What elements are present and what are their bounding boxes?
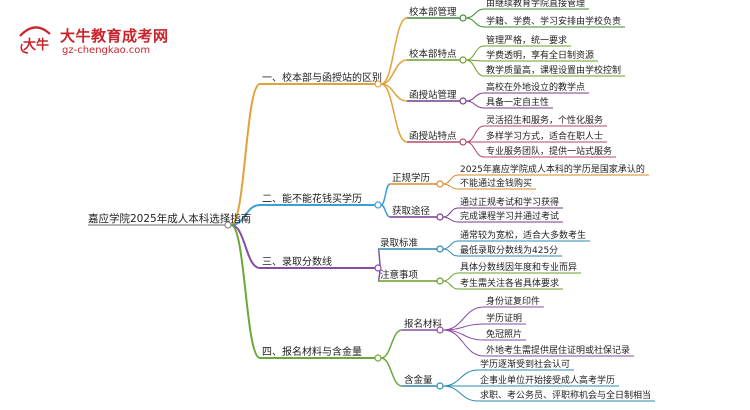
branch-3-child-0-label[interactable]: 报名材料 bbox=[404, 318, 443, 330]
branch-0-child-0-leaf-0-label[interactable]: 由继续教育学院直接管理 bbox=[486, 0, 585, 9]
branch-1-child-0-connector-dot bbox=[436, 180, 444, 188]
logo-mark-text: 大牛 bbox=[23, 37, 49, 53]
branch-2-child-0-leaf-1-label[interactable]: 最低录取分数线为425分 bbox=[460, 244, 558, 256]
branch-2-child-0-label[interactable]: 录取标准 bbox=[380, 237, 419, 249]
branch-0-child-1-leaf-0-label[interactable]: 管理严格，统一要求 bbox=[486, 34, 567, 46]
branch-3-child-0-leaf-3-link bbox=[442, 329, 485, 357]
branch-0-child-3-label[interactable]: 函授站特点 bbox=[409, 130, 457, 142]
branch-2-child-1-leaf-0-label[interactable]: 具体分数线因年度和专业而异 bbox=[460, 261, 577, 273]
branch-3-child-0-link bbox=[380, 329, 403, 359]
branch-0-child-0-leaf-1-label[interactable]: 学籍、学费、学习安排由学校负责 bbox=[486, 15, 621, 27]
branch-2-label[interactable]: 三、录取分数线 bbox=[262, 255, 332, 268]
logo-title: 大牛教育成考网 bbox=[60, 27, 169, 45]
branch-1-child-1-link bbox=[380, 204, 391, 218]
branch-1-link bbox=[230, 204, 261, 226]
branch-0-child-2-leaf-1-label[interactable]: 具备一定自主性 bbox=[486, 96, 549, 108]
branch-3-child-1-leaf-1-label[interactable]: 企事业单位开始接受成人高考学历 bbox=[480, 374, 615, 386]
branch-3-label[interactable]: 四、报名材料与含金量 bbox=[262, 345, 362, 358]
branch-0-child-1-label[interactable]: 校本部特点 bbox=[409, 48, 457, 60]
branch-0-child-0-link bbox=[380, 17, 408, 85]
branch-1-child-0-leaf-1-link bbox=[442, 183, 459, 190]
branch-3-link bbox=[230, 224, 261, 359]
branch-0-child-2-leaf-0-link bbox=[465, 92, 485, 102]
branch-2-child-1-leaf-1-label[interactable]: 考生需关注各省具体要求 bbox=[460, 277, 559, 289]
branch-3-child-0-leaf-2-label[interactable]: 免冠照片 bbox=[486, 328, 522, 340]
branch-0-child-0-leaf-1-link bbox=[465, 17, 485, 28]
branch-1-child-0-leaf-0-link bbox=[442, 174, 459, 185]
branch-1-child-1-leaf-1-link bbox=[442, 216, 459, 223]
branch-0-child-2-connector-dot bbox=[459, 97, 467, 105]
branch-1-child-1-leaf-1-label[interactable]: 完成课程学习并通过考试 bbox=[460, 210, 559, 222]
branch-1-child-0-link bbox=[380, 183, 391, 206]
branch-1-label[interactable]: 二、能不能花钱买学历 bbox=[262, 192, 362, 205]
branch-0-child-0-leaf-0-link bbox=[465, 8, 485, 19]
branch-1-child-0-label[interactable]: 正规学历 bbox=[392, 172, 430, 184]
branch-2-child-1-leaf-1-link bbox=[442, 280, 459, 290]
branch-3-child-0-leaf-2-link bbox=[442, 329, 485, 341]
branch-0-child-3-leaf-2-label[interactable]: 专业服务团队，提供一站式服务 bbox=[486, 145, 612, 157]
branch-0-connector-dot bbox=[374, 80, 382, 88]
branch-0-child-3-link bbox=[380, 83, 408, 143]
logo-mark-icon: 大牛 bbox=[19, 26, 51, 54]
branch-3-child-0-connector-dot bbox=[436, 326, 444, 334]
branch-0-child-3-leaf-0-label[interactable]: 灵活招生和服务，个性化服务 bbox=[486, 114, 603, 126]
branch-3-connector-dot bbox=[374, 354, 382, 362]
branch-3-child-1-leaf-2-link bbox=[442, 385, 479, 402]
branch-0-link bbox=[230, 83, 261, 226]
branch-0-child-3-leaf-2-link bbox=[465, 141, 485, 158]
branch-0-label[interactable]: 一、校本部与函授站的区别 bbox=[262, 71, 382, 84]
branch-0-child-1-connector-dot bbox=[459, 56, 467, 64]
branch-3-child-1-leaf-2-label[interactable]: 求职、考公务员、评职称机会与全日制相当 bbox=[480, 389, 651, 401]
root-node-label[interactable]: 嘉应学院2025年成人本科选择指南 bbox=[88, 212, 251, 225]
branch-1-connector-dot bbox=[374, 201, 382, 209]
branch-1-child-1-leaf-0-label[interactable]: 通过正规考试和学习获得 bbox=[460, 196, 559, 208]
branch-1-child-0-leaf-1-label[interactable]: 不能通过金钱购买 bbox=[460, 177, 532, 189]
branch-1-child-1-leaf-0-link bbox=[442, 207, 459, 218]
branch-0-child-1-leaf-2-link bbox=[465, 59, 485, 77]
branch-0-child-2-label[interactable]: 函授站管理 bbox=[409, 89, 457, 101]
root-connector-dot bbox=[224, 221, 232, 229]
branch-3-child-0-leaf-0-link bbox=[442, 306, 485, 331]
branch-2-link bbox=[230, 224, 261, 269]
branch-0-child-2-leaf-1-link bbox=[465, 100, 485, 109]
branch-3-child-1-leaf-0-link bbox=[442, 369, 479, 387]
branch-2-child-0-leaf-1-link bbox=[442, 248, 459, 257]
branch-0-child-3-leaf-1-label[interactable]: 多样学习方式，适合在职人士 bbox=[486, 130, 603, 142]
branch-2-child-0-leaf-0-link bbox=[442, 240, 459, 250]
branch-0-child-3-connector-dot bbox=[459, 138, 467, 146]
site-logo[interactable]: 大牛 大牛教育成考网 gz-chengkao.com bbox=[8, 6, 188, 56]
branch-0-child-1-leaf-0-link bbox=[465, 45, 485, 61]
branch-3-child-1-label[interactable]: 含金量 bbox=[404, 374, 433, 386]
branch-3-child-1-leaf-0-label[interactable]: 学历逐渐受到社会认可 bbox=[480, 358, 570, 370]
branch-3-child-0-leaf-0-label[interactable]: 身份证复印件 bbox=[486, 295, 540, 307]
logo-url: gz-chengkao.com bbox=[62, 45, 151, 56]
branch-0-child-1-leaf-1-label[interactable]: 学费透明，享有全日制资源 bbox=[486, 49, 594, 61]
branch-3-child-0-leaf-3-label[interactable]: 外地考生需提供居住证明或社保记录 bbox=[486, 344, 630, 356]
branch-0-child-1-leaf-2-label[interactable]: 教学质量高，课程设置由学校控制 bbox=[486, 64, 621, 76]
branch-0-child-1-link bbox=[380, 59, 408, 85]
branch-1-child-1-connector-dot bbox=[436, 213, 444, 221]
branch-2-child-0-connector-dot bbox=[436, 245, 444, 253]
mind-map-nodes: 嘉应学院2025年成人本科选择指南 一、校本部与函授站的区别 校本部管理 由继续教育学… bbox=[88, 0, 651, 401]
branch-0-child-0-label[interactable]: 校本部管理 bbox=[409, 6, 457, 18]
branch-0-child-3-leaf-0-link bbox=[465, 125, 485, 143]
branch-1-child-0-leaf-0-label[interactable]: 2025年嘉应学院成人本科的学历是国家承认的 bbox=[460, 163, 645, 175]
branch-3-child-1-link bbox=[380, 357, 403, 387]
branch-2-child-0-leaf-0-label[interactable]: 通常较为宽松，适合大多数考生 bbox=[460, 229, 586, 241]
branch-0-child-2-leaf-0-label[interactable]: 高校在外地设立的教学点 bbox=[486, 81, 585, 93]
branch-2-child-1-connector-dot bbox=[436, 277, 444, 285]
branch-1-child-1-label[interactable]: 获取途径 bbox=[392, 205, 431, 217]
branch-2-child-1-leaf-0-link bbox=[442, 272, 459, 282]
branch-2-connector-dot bbox=[374, 264, 382, 272]
mind-map-links bbox=[88, 8, 656, 402]
branch-2-child-1-label[interactable]: 注意事项 bbox=[380, 269, 419, 281]
branch-0-child-0-connector-dot bbox=[459, 14, 467, 22]
branch-3-child-0-leaf-1-label[interactable]: 学历证明 bbox=[486, 312, 522, 324]
branch-3-child-1-connector-dot bbox=[436, 382, 444, 390]
